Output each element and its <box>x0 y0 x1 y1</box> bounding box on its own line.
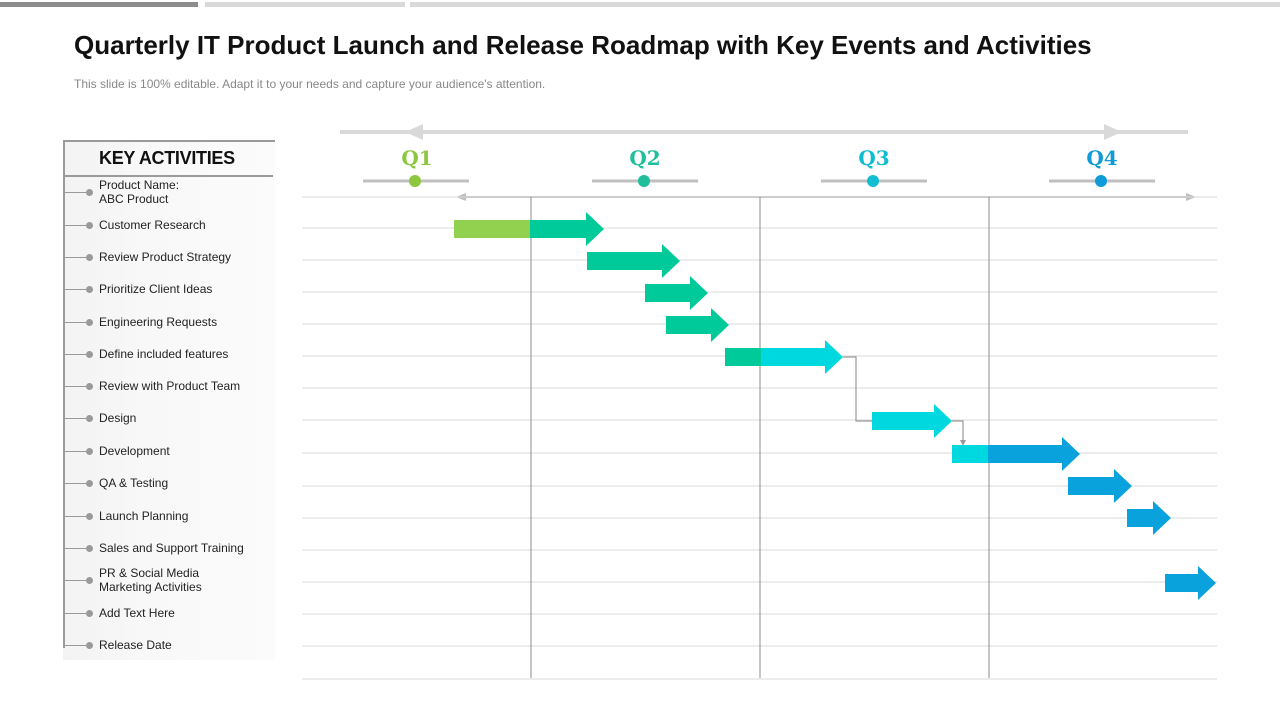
activity-connector <box>65 225 89 226</box>
quarter-marker-dot <box>638 175 650 187</box>
activity-connector <box>65 289 89 290</box>
activity-connector <box>65 516 89 517</box>
activity-label: Sales and Support Training <box>99 541 244 555</box>
activity-label: Customer Research <box>99 218 206 232</box>
quarter-marker-dot <box>867 175 879 187</box>
activity-connector <box>65 418 89 419</box>
activity-label: Engineering Requests <box>99 315 218 329</box>
task-arrow-define-features <box>761 340 843 374</box>
activity-label: Define included features <box>99 347 229 361</box>
task-arrow-prioritize-client-ideas <box>645 276 708 310</box>
panel-left-border <box>63 140 65 648</box>
activity-label: Release Date <box>99 638 172 652</box>
activity-label: Development <box>99 444 170 458</box>
activity-connector <box>65 354 89 355</box>
activity-connector <box>65 483 89 484</box>
activity-bullet-icon <box>86 286 93 293</box>
activity-label: Review Product Strategy <box>99 250 232 264</box>
task-bar-customer-research <box>454 220 531 238</box>
activity-label: Design <box>99 411 137 425</box>
quarter-marker-dot <box>409 175 421 187</box>
activity-connector <box>65 192 89 193</box>
activity-bullet-icon <box>86 642 93 649</box>
activity-label: Launch Planning <box>99 509 189 523</box>
progress-segment-3 <box>410 2 1280 7</box>
dependency-connector <box>952 420 964 441</box>
activity-label: Product Name:ABC Product <box>99 178 180 206</box>
task-arrow-pr-social-media <box>1165 566 1216 600</box>
activity-label: Review with Product Team <box>99 379 241 393</box>
activity-connector <box>65 386 89 387</box>
activity-bullet-icon <box>86 577 93 584</box>
panel-heading-underline <box>63 175 273 177</box>
quarter-marker-dot <box>1095 175 1107 187</box>
activity-bullet-icon <box>86 383 93 390</box>
quarter-label-q1: Q1 <box>401 146 433 170</box>
activities-panel <box>63 140 275 660</box>
activity-bullet-icon <box>86 319 93 326</box>
progress-segment-1 <box>0 2 198 7</box>
activity-connector <box>65 548 89 549</box>
activity-bullet-icon <box>86 415 93 422</box>
dependency-arrowhead-icon <box>960 440 966 446</box>
activity-connector <box>65 645 89 646</box>
activity-bullet-icon <box>86 254 93 261</box>
activity-connector <box>65 451 89 452</box>
task-arrow-customer-research <box>530 212 604 246</box>
activity-label: Add Text Here <box>99 606 175 620</box>
activity-connector <box>65 580 89 581</box>
task-arrow-engineering-requests <box>666 308 729 342</box>
page-title: Quarterly IT Product Launch and Release … <box>74 30 1092 60</box>
activity-connector <box>65 322 89 323</box>
progress-segment-2 <box>205 2 405 7</box>
task-bar-define-features <box>725 348 762 366</box>
activity-label: Prioritize Client Ideas <box>99 282 213 296</box>
activity-bullet-icon <box>86 513 93 520</box>
quarter-label-q4: Q4 <box>1086 146 1118 170</box>
activity-connector <box>65 257 89 258</box>
dependency-connector <box>843 356 872 422</box>
timeline-arrow-right-icon <box>1104 124 1122 140</box>
activity-bullet-icon <box>86 222 93 229</box>
activity-bullet-icon <box>86 189 93 196</box>
activity-bullet-icon <box>86 610 93 617</box>
activity-bullet-icon <box>86 545 93 552</box>
activity-label: QA & Testing <box>99 476 169 490</box>
quarter-label-q2: Q2 <box>629 146 661 170</box>
activity-bullet-icon <box>86 448 93 455</box>
page-subtitle: This slide is 100% editable. Adapt it to… <box>74 77 546 91</box>
task-arrow-design <box>872 404 952 438</box>
activity-bullet-icon <box>86 480 93 487</box>
task-bar-development <box>952 445 989 463</box>
timeline-arrow-left-icon <box>405 124 423 140</box>
task-arrow-review-product-strategy <box>587 244 680 278</box>
task-arrow-launch-planning <box>1127 501 1171 535</box>
panel-heading: KEY ACTIVITIES <box>99 148 235 168</box>
activity-connector <box>65 613 89 614</box>
quarter-label-q3: Q3 <box>858 146 890 170</box>
activity-bullet-icon <box>86 351 93 358</box>
task-arrow-qa-testing <box>1068 469 1132 503</box>
panel-top-border <box>63 140 275 142</box>
task-arrow-development <box>988 437 1080 471</box>
